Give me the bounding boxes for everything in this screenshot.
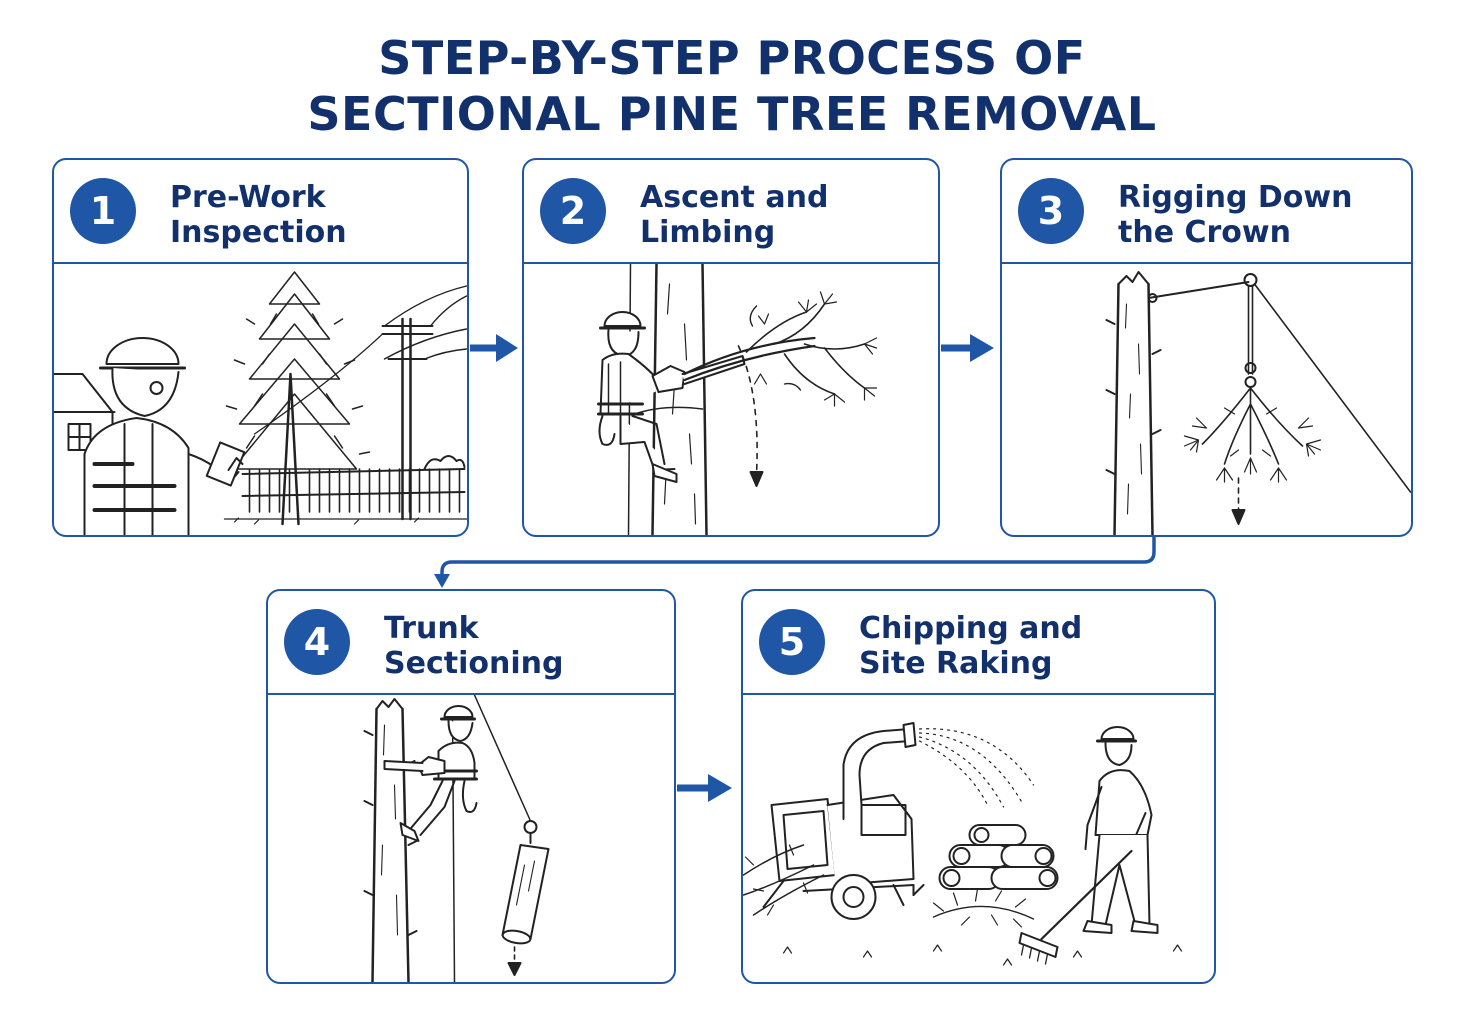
step-5-title: Chipping and Site Raking <box>859 611 1083 681</box>
step-5-header: 5 Chipping and Site Raking <box>743 591 1214 695</box>
arrow-right-icon <box>677 774 732 802</box>
step-1-title: Pre-Work Inspection <box>170 180 347 250</box>
step-5-number-badge: 5 <box>759 609 825 675</box>
arrow-elbow-down-left-icon <box>434 537 1156 588</box>
inspection-illustration <box>54 264 467 535</box>
step-2-number-badge: 2 <box>540 178 606 244</box>
step-4-panel: 4 Trunk Sectioning <box>266 589 676 984</box>
title-line-2: SECTIONAL PINE TREE REMOVAL <box>307 87 1157 141</box>
arrow-right-icon <box>470 334 518 362</box>
step-2-panel: 2 Ascent and Limbing <box>522 158 940 537</box>
arrow-right-icon <box>941 334 994 362</box>
step-1-panel: 1 Pre-Work Inspection <box>52 158 469 537</box>
title-line-1: STEP-BY-STEP PROCESS OF <box>378 31 1086 85</box>
step-4-number-badge: 4 <box>284 609 350 675</box>
step-4-title: Trunk Sectioning <box>384 611 564 681</box>
step-3-title: Rigging Down the Crown <box>1118 180 1353 250</box>
step-3-number-badge: 3 <box>1018 178 1084 244</box>
chipping-raking-illustration <box>743 695 1214 982</box>
step-5-panel: 5 Chipping and Site Raking <box>741 589 1216 984</box>
rigging-crown-illustration <box>1002 264 1411 535</box>
ascent-limbing-illustration <box>524 264 938 535</box>
step-3-panel: 3 Rigging Down the Crown <box>1000 158 1413 537</box>
step-1-header: 1 Pre-Work Inspection <box>54 160 467 264</box>
step-2-header: 2 Ascent and Limbing <box>524 160 938 264</box>
page-title: STEP-BY-STEP PROCESS OF SECTIONAL PINE T… <box>0 30 1464 142</box>
step-3-header: 3 Rigging Down the Crown <box>1002 160 1411 264</box>
step-4-header: 4 Trunk Sectioning <box>268 591 674 695</box>
trunk-sectioning-illustration <box>268 695 674 982</box>
step-2-title: Ascent and Limbing <box>640 180 829 250</box>
step-1-number-badge: 1 <box>70 178 136 244</box>
